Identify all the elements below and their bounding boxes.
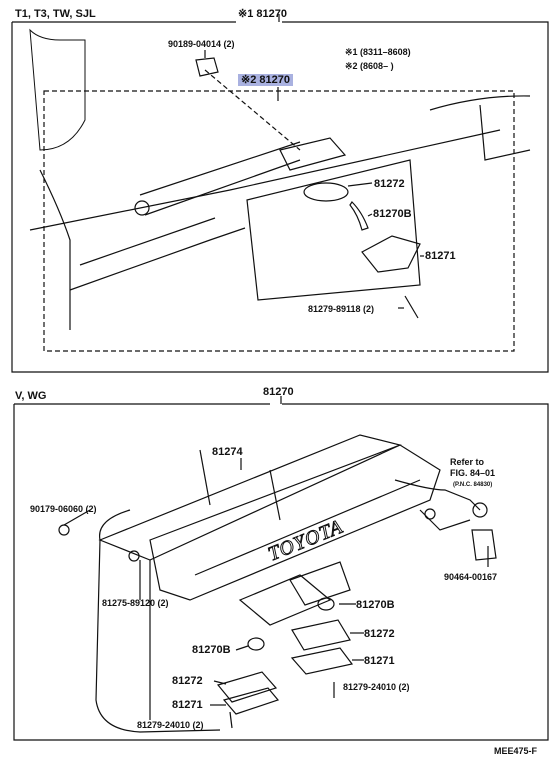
top-clip-part: 90189-04014 (2) [168, 39, 235, 49]
bottom-models-label: V, WG [15, 390, 47, 402]
top-part-81272[interactable]: 81272 [374, 178, 405, 190]
refer-to-label: Refer to [450, 457, 485, 467]
top-screw-part[interactable]: 81279-89118 (2) [308, 304, 375, 314]
garnish-panel [98, 434, 402, 561]
bottom-plug-part[interactable]: 90179-06060 (2) [30, 504, 97, 514]
top-note-1: ※1 (8311–8608) [345, 47, 411, 57]
bottom-socket-part[interactable]: 90464-00167 [444, 572, 498, 582]
top-part-81270B[interactable]: 81270B [373, 208, 412, 220]
top-highlighted-part[interactable]: ※2 81270 [238, 74, 293, 86]
top-frame [11, 21, 549, 373]
bottom-right-81271[interactable]: 81271 [364, 655, 395, 667]
top-assembly-box [43, 90, 515, 352]
top-part-81271[interactable]: 81271 [425, 250, 456, 262]
bottom-left-screw[interactable]: 81279-24010 (2) [137, 720, 204, 730]
bottom-right-81272[interactable]: 81272 [364, 628, 395, 640]
refer-fig-link[interactable]: FIG. 84–01 [450, 468, 496, 478]
top-note-2: ※2 (8608– ) [345, 61, 394, 71]
top-models-label: T1, T3, TW, SJL [15, 8, 96, 20]
refer-pnc: (P.N.C. 84830) [453, 482, 493, 488]
highlighted-part-number[interactable]: ※2 81270 [238, 74, 293, 86]
bottom-clip-part[interactable]: 81275-89120 (2) [102, 598, 169, 608]
bottom-right-screw[interactable]: 81279-24010 (2) [343, 682, 410, 692]
toyota-panel [149, 444, 441, 601]
figure-code: MEE475-F [494, 746, 538, 756]
bottom-left-81272[interactable]: 81272 [172, 675, 203, 687]
toyota-emblem: TOYOTA [265, 516, 346, 566]
top-main-part-ref: ※1 81270 [238, 8, 287, 20]
bottom-main-part-ref[interactable]: 81270 [263, 386, 294, 398]
bottom-right-81270B[interactable]: 81270B [356, 599, 395, 611]
bottom-left-81270B[interactable]: 81270B [192, 644, 231, 656]
bottom-left-81271[interactable]: 81271 [172, 699, 203, 711]
bottom-frame [13, 403, 549, 741]
bottom-part-81274[interactable]: 81274 [212, 446, 243, 458]
